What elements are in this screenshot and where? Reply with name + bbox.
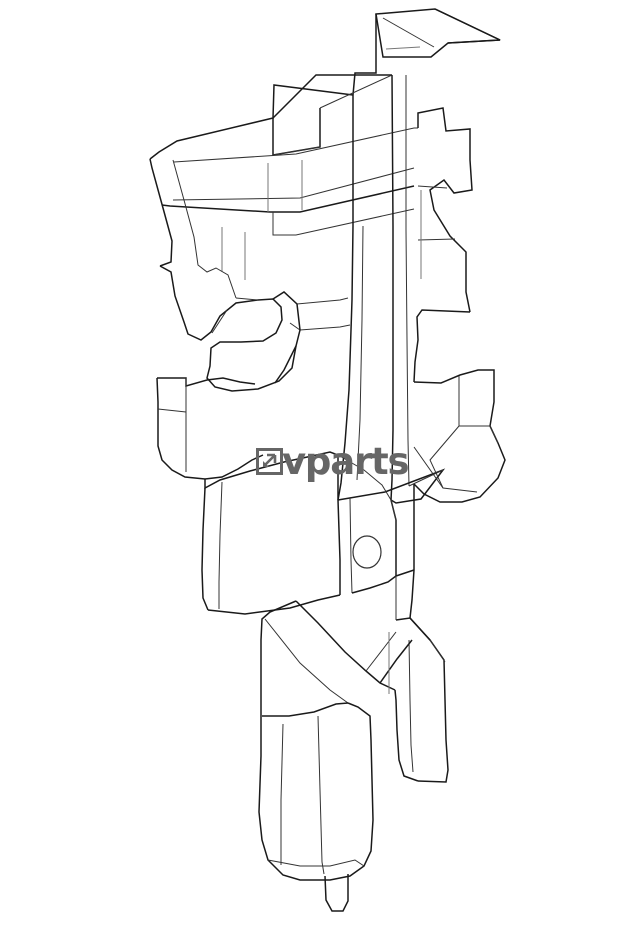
right-upper-step-inner-1 [417, 185, 448, 189]
mounting-hole [352, 535, 382, 569]
central-rib-bottom-taper [337, 468, 446, 504]
right-leg-outer-profile [409, 484, 449, 783]
upper-flange-fold-faint [385, 46, 421, 50]
hook-right-shoulder [272, 291, 301, 384]
bottom-foot-outline [258, 640, 374, 881]
left-hook-outer-profile [159, 265, 297, 392]
left-lower-pad-crease [157, 408, 187, 413]
midbody-to-leg-link [395, 569, 415, 577]
central-rib-right-edge [390, 74, 394, 501]
mid-body-right-fold [349, 497, 353, 594]
upper-top-flange-outline [375, 8, 501, 58]
central-rib-left-edge [337, 95, 354, 501]
bottom-foot-bottom-fold [267, 859, 365, 867]
right-leg-upper-step [395, 617, 431, 641]
top-slab-band-4 [272, 208, 415, 236]
top-slab-upper-edge [149, 84, 354, 160]
raised-box-bottom-edge [272, 146, 321, 156]
top-slab-band-1 [173, 127, 418, 163]
lower-gusset-left-edge [260, 600, 297, 641]
lower-gusset-top-edge [295, 600, 396, 691]
right-leg-left-edge [394, 689, 419, 782]
raised-box-outline [272, 74, 392, 119]
mid-body-right-outer [351, 499, 397, 594]
right-leg-left-inner [408, 639, 414, 773]
right-leg-notch-fold [365, 631, 397, 672]
right-upper-step-outline [417, 107, 473, 313]
right-lower-notch-diagonal-1 [429, 425, 460, 489]
mid-body-right-panel [337, 499, 341, 595]
raised-box-inner-fold [319, 74, 393, 109]
bottom-foot-fold-1 [280, 723, 284, 865]
mid-body-right-crease [390, 499, 397, 521]
right-lower-notch-diagonal-2 [413, 446, 478, 493]
lower-gusset-lower-edge [262, 702, 349, 717]
right-leg-step-inner [429, 639, 446, 663]
top-slab-band-3-lower [161, 185, 415, 213]
upper-tab-left-edge [352, 14, 377, 96]
left-hook-upper-tie [235, 297, 259, 301]
central-rib-taper-crease [408, 469, 444, 487]
upper-flange-right-wing [434, 8, 501, 44]
right-lower-notch-inner-top [458, 376, 490, 427]
right-upper-step-inner-2 [417, 238, 456, 241]
mid-body-upper-diag [337, 454, 392, 501]
mid-body-left-fold [218, 481, 223, 609]
mid-body-left-edge [201, 487, 209, 611]
left-lower-pad-top [157, 377, 256, 387]
lower-gusset-inner-diag [264, 618, 349, 704]
hook-to-rib-band-1 [283, 291, 349, 305]
right-lower-notch-tie [489, 425, 499, 444]
mid-body-bottom-edge [207, 594, 341, 615]
left-hook-inner-fold [211, 309, 228, 334]
central-rib-right-inner [405, 75, 410, 487]
bottom-locating-tab [324, 874, 349, 912]
bottom-foot-fold-2 [317, 715, 325, 875]
central-rib-left-inner [356, 225, 364, 481]
hook-to-rib-band-2 [289, 322, 351, 331]
top-slab-left-return [149, 158, 173, 267]
left-lower-pad-bottom [204, 454, 264, 480]
right-leg-top-notch [379, 639, 413, 684]
upper-flange-crease [382, 17, 435, 48]
mid-body-top-edge [204, 451, 339, 500]
left-hook-inner-profile [172, 159, 237, 299]
right-upper-step-lower-return [413, 309, 471, 383]
top-slab-band-2 [172, 167, 415, 201]
left-lower-pad-outline [156, 377, 206, 480]
